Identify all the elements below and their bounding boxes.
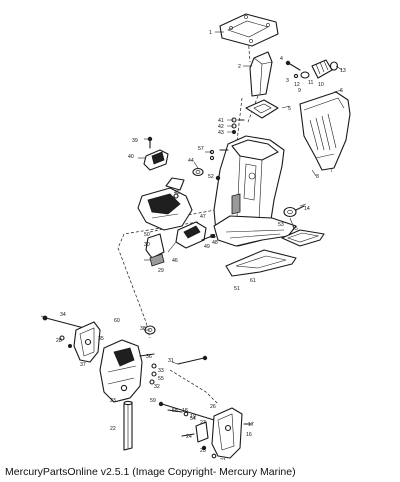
image-caption: MercuryPartsOnline v2.5.1 (Image Copyrig… [5, 466, 296, 478]
exhaust-tube [249, 51, 273, 97]
bolt-31 [177, 355, 208, 365]
callout-43: 43 [218, 130, 224, 136]
callout-17: 17 [248, 422, 254, 428]
callout-27: 27 [200, 420, 206, 426]
callout-44: 44 [188, 158, 194, 164]
callout-8: 8 [316, 174, 319, 180]
callout-34: 34 [60, 312, 66, 318]
callout-52: 52 [208, 174, 214, 180]
callout-56: 56 [210, 234, 216, 240]
callout-19: 19 [190, 414, 196, 420]
mount-pad [145, 233, 165, 267]
callout-18: 18 [182, 408, 188, 414]
callout-48: 48 [212, 240, 218, 246]
callout-16: 16 [246, 432, 252, 438]
right-rubber-mount [283, 205, 305, 218]
callout-7: 7 [330, 168, 333, 174]
callout-numbers: 1 2 3 4 5 6 7 8 9 10 11 12 13 14 15 16 1… [56, 30, 346, 460]
callout-51: 51 [234, 286, 240, 292]
callout-42: 42 [218, 124, 224, 130]
seal-ring [281, 229, 325, 247]
side-cowl-panel [299, 91, 351, 171]
callout-4: 4 [280, 56, 283, 62]
callout-25: 25 [200, 448, 206, 454]
callout-2: 2 [238, 64, 241, 70]
left-clamp-bracket [59, 321, 101, 363]
callout-1: 1 [209, 30, 212, 36]
callout-3: 3 [286, 78, 289, 84]
callout-22: 22 [110, 426, 116, 432]
callout-32: 32 [154, 384, 160, 390]
callout-37: 37 [80, 362, 86, 368]
callout-24: 24 [186, 434, 192, 440]
callout-55: 55 [158, 376, 164, 382]
callout-31: 31 [168, 358, 174, 364]
callout-12: 12 [294, 82, 300, 88]
top-gasket-plate [219, 13, 279, 47]
driveshaft-housing [213, 135, 297, 247]
callout-59: 59 [150, 398, 156, 404]
callout-60: 60 [114, 318, 120, 324]
swivel-bracket [99, 339, 157, 403]
exploded-parts-diagram: 1 2 3 4 5 6 7 8 9 10 11 12 13 14 15 16 1… [40, 13, 351, 460]
callout-29: 29 [158, 268, 164, 274]
callout-35: 35 [98, 336, 104, 342]
callout-13: 13 [340, 68, 346, 74]
upper-mount [143, 136, 169, 171]
exhaust-plate [245, 99, 279, 119]
callout-33: 33 [158, 368, 164, 374]
callout-9: 9 [298, 88, 301, 94]
callout-58: 58 [172, 408, 178, 414]
swivel-upper-shroud [137, 177, 193, 231]
callout-50: 50 [144, 232, 150, 238]
callout-41: 41 [218, 118, 224, 124]
callout-15: 15 [292, 226, 298, 232]
callout-14: 14 [304, 206, 310, 212]
callout-28: 28 [56, 338, 62, 344]
callout-26: 26 [210, 404, 216, 410]
tilt-pin [158, 401, 215, 421]
callout-5: 5 [288, 106, 291, 112]
callout-38: 38 [140, 326, 146, 332]
housing-hardware [192, 149, 229, 181]
callout-21: 21 [220, 458, 226, 460]
tilt-tube [123, 400, 133, 451]
callout-40: 40 [128, 154, 134, 160]
callout-11: 11 [308, 80, 313, 86]
callout-61: 61 [250, 278, 256, 284]
callout-54: 54 [190, 416, 196, 422]
callout-57: 57 [198, 146, 204, 152]
callout-30: 30 [144, 242, 150, 248]
callout-53: 53 [278, 222, 284, 228]
callout-47: 47 [200, 214, 206, 220]
callout-23: 23 [110, 398, 116, 404]
callout-36: 36 [146, 354, 152, 360]
callout-49: 49 [204, 244, 210, 250]
leader-lines [40, 31, 343, 365]
callout-46: 46 [172, 258, 178, 264]
callout-45: 45 [174, 190, 180, 196]
callout-39: 39 [132, 138, 138, 144]
callout-6: 6 [340, 88, 343, 94]
right-clamp-bracket [181, 407, 253, 459]
lower-plate [225, 249, 297, 277]
shift-coupler-assembly [285, 59, 339, 79]
callout-10: 10 [318, 82, 324, 88]
